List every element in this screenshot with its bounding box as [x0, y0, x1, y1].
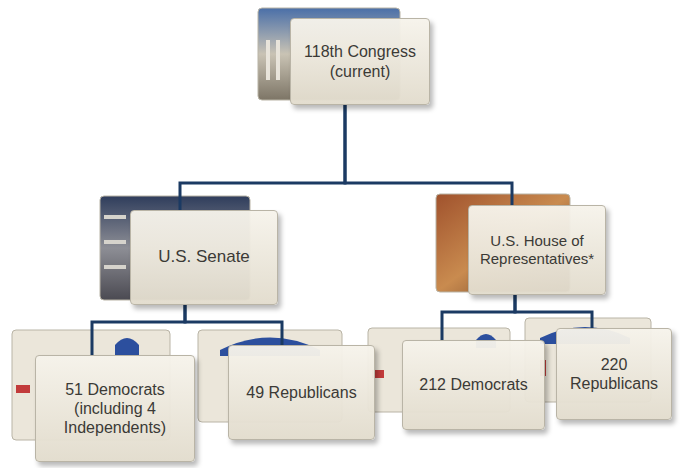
text-group: U.S. House of Representatives* [476, 232, 598, 268]
party-box: 212 Democrats [402, 340, 545, 430]
tree-connector [185, 305, 282, 345]
node-label: 220 Republicans [564, 355, 664, 393]
node-label: U.S. House of Representatives* [476, 232, 598, 268]
tree-connector [180, 105, 345, 210]
party-box: 220 Republicans [556, 328, 672, 420]
node-label: 51 Democrats (including 4 Independents) [43, 380, 187, 438]
node-label: 49 Republicans [246, 383, 356, 402]
tree-connector [442, 295, 515, 340]
text-group: 118th Congress (current) [298, 42, 422, 80]
text-group: 51 Democrats (including 4 Independents) [43, 380, 187, 438]
root-box: 118th Congress (current) [290, 18, 430, 105]
tree-connector [345, 105, 512, 205]
text-group: 49 Republicans [246, 383, 356, 402]
tree-connector [515, 295, 592, 328]
party-box: 51 Democrats (including 4 Independents) [35, 355, 195, 462]
node-label: U.S. Senate [158, 247, 250, 267]
text-group: 220 Republicans [564, 355, 664, 393]
text-group: U.S. Senate [158, 247, 250, 267]
chamber-box: U.S. House of Representatives* [468, 205, 606, 295]
node-label: 212 Democrats [419, 375, 528, 394]
chamber-box: U.S. Senate [130, 210, 278, 305]
text-group: 212 Democrats [419, 375, 528, 394]
node-label: 118th Congress (current) [298, 42, 422, 80]
party-box: 49 Republicans [228, 345, 375, 440]
tree-connector [92, 305, 185, 355]
